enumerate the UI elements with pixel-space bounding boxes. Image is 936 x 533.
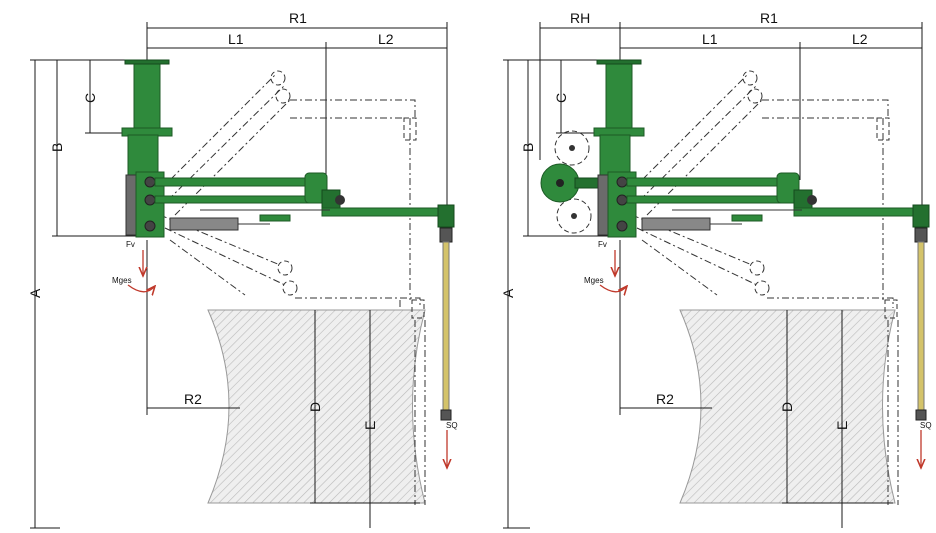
dim-e-right: E — [834, 310, 850, 528]
loading-arm-right — [593, 59, 930, 421]
label-c: C — [82, 93, 98, 103]
label-l2: L2 — [852, 31, 868, 47]
label-d: D — [779, 402, 795, 412]
label-fv: Fv — [598, 240, 607, 249]
left-diagram: R1 L1 L2 A B C — [27, 10, 458, 529]
label-b: B — [520, 143, 536, 152]
label-mges: Mges — [584, 276, 604, 285]
dim-r2-right: R2 — [619, 240, 712, 415]
force-arrows-right: Fv Mges SQ — [584, 240, 932, 468]
label-r2: R2 — [656, 391, 674, 407]
dim-c-left: C — [82, 60, 130, 134]
ghost-arm-up-right — [631, 70, 890, 216]
counterweight-right — [540, 130, 606, 234]
label-c: C — [553, 93, 569, 103]
dim-e-left: E — [362, 310, 378, 528]
label-r1: R1 — [289, 10, 307, 26]
loading-arm-left — [121, 59, 455, 421]
force-arrows-left: Fv Mges SQ — [112, 240, 458, 468]
label-r1: R1 — [760, 10, 778, 26]
label-sq: SQ — [446, 421, 458, 430]
dim-b-right: B — [520, 60, 612, 237]
label-r2: R2 — [184, 391, 202, 407]
label-l1: L1 — [228, 31, 244, 47]
label-rh: RH — [570, 10, 590, 26]
label-mges: Mges — [112, 276, 132, 285]
label-e: E — [834, 421, 850, 430]
label-e: E — [362, 421, 378, 430]
label-l2: L2 — [378, 31, 394, 47]
label-d: D — [307, 402, 323, 412]
label-fv: Fv — [126, 240, 135, 249]
right-diagram: RH R1 L1 L2 A B C — [500, 10, 932, 529]
ghost-arm-up-left — [159, 70, 417, 216]
dim-l1-l2-left: L1 L2 — [147, 31, 447, 180]
dim-d-left: D — [307, 310, 420, 504]
dim-b-left: B — [49, 60, 140, 237]
dim-c-right: C — [553, 60, 600, 134]
label-a: A — [500, 288, 516, 298]
dim-d-right: D — [779, 310, 893, 504]
label-l1: L1 — [702, 31, 718, 47]
label-b: B — [49, 143, 65, 152]
dim-rh-r1-right: RH R1 — [539, 10, 923, 215]
dim-l1-l2-right: L1 L2 — [620, 31, 922, 180]
label-sq: SQ — [920, 421, 932, 430]
dim-r1-left: R1 — [146, 10, 448, 215]
label-a: A — [27, 288, 43, 298]
